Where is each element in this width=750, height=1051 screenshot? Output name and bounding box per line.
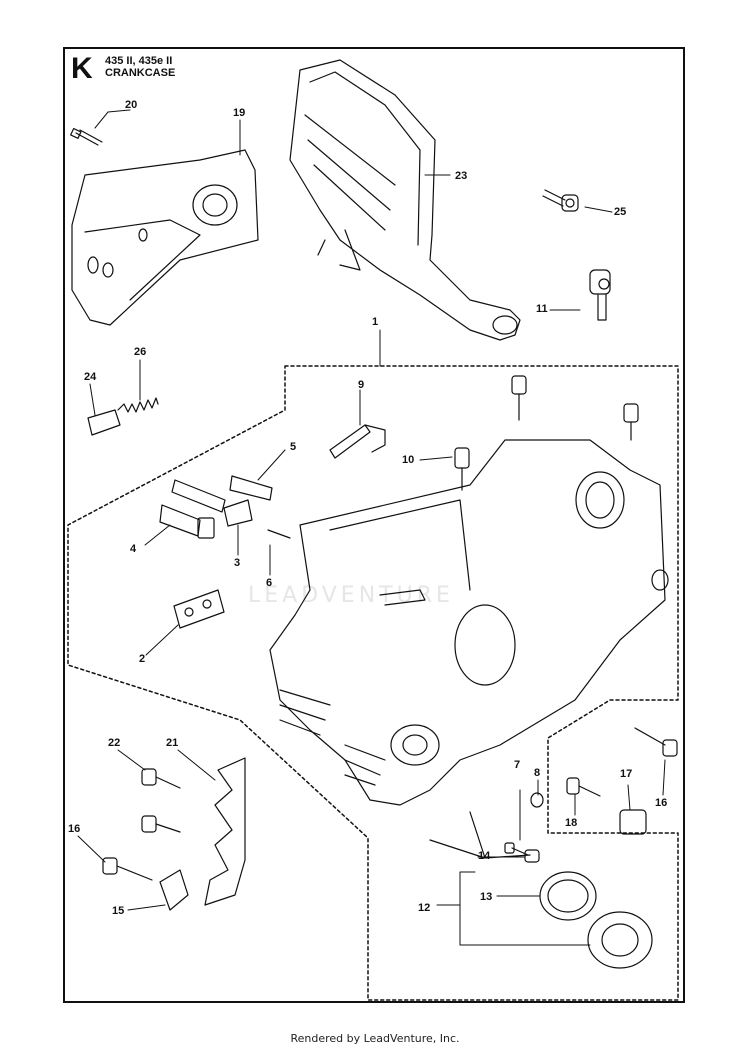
callout-19: 19 — [233, 107, 245, 119]
part-20-screw — [70, 127, 103, 146]
callout-15: 15 — [112, 905, 124, 917]
part-23-handle — [289, 59, 521, 341]
part-11-adjuster — [589, 269, 611, 321]
callout-20: 20 — [125, 99, 137, 111]
part-19-side-cover — [71, 149, 259, 326]
diagram-frame — [63, 47, 685, 1003]
callout-21: 21 — [166, 737, 178, 749]
callout-5: 5 — [290, 441, 296, 453]
callout-13: 13 — [480, 891, 492, 903]
part-6-dowel — [267, 529, 291, 539]
callout-11: 11 — [536, 303, 548, 315]
callout-3: 3 — [234, 557, 240, 569]
callout-22: 22 — [108, 737, 120, 749]
part-25-bolt — [542, 189, 579, 212]
model-names: 435 II, 435e II — [105, 55, 173, 67]
part-3-block — [223, 499, 253, 527]
callout-7: 7 — [514, 759, 520, 771]
callout-16-left: 16 — [68, 823, 80, 835]
part-8-plug — [530, 792, 544, 808]
part-5-pin — [171, 475, 273, 513]
part-2-bracket — [173, 589, 225, 629]
part-22-screw — [141, 768, 181, 833]
leader-lines — [77, 109, 666, 946]
callout-6: 6 — [266, 577, 272, 589]
callout-10: 10 — [402, 454, 414, 466]
part-21-bumper — [204, 757, 246, 906]
part-12-cap — [587, 911, 653, 969]
part-4-pin — [159, 504, 215, 539]
part-10-bolt — [454, 375, 639, 491]
callout-labels: 1 2 3 4 5 6 7 8 9 10 11 12 13 14 15 16 1… — [68, 99, 667, 917]
callout-14: 14 — [478, 850, 491, 862]
part-18-screw — [566, 777, 601, 797]
callout-18: 18 — [565, 817, 577, 829]
callout-1: 1 — [372, 316, 378, 328]
part-13-seal — [539, 871, 597, 921]
part-26-spring — [117, 397, 159, 413]
callout-23: 23 — [455, 170, 467, 182]
callout-17: 17 — [620, 768, 632, 780]
part-1-crankcase — [269, 439, 669, 806]
part-9-fitting — [329, 424, 386, 459]
crankcase-group-box — [67, 365, 679, 1001]
footer-credit: Rendered by LeadVenture, Inc. — [290, 1032, 460, 1045]
group-boxes — [67, 365, 679, 1001]
callout-9: 9 — [358, 379, 364, 391]
callout-2: 2 — [139, 653, 145, 665]
watermark-text: LEADVENTURE — [248, 583, 454, 608]
callout-24: 24 — [84, 371, 97, 383]
diagram-title: CRANKCASE — [105, 67, 176, 79]
callout-8: 8 — [534, 767, 540, 779]
part-16-screw-left — [102, 857, 153, 881]
part-16-screw-right — [634, 727, 678, 757]
callout-12: 12 — [418, 902, 430, 914]
part-15-spike — [159, 869, 189, 911]
callout-4: 4 — [130, 543, 137, 555]
callout-25: 25 — [614, 206, 626, 218]
part-24-pad — [87, 409, 121, 436]
section-letter: K — [71, 52, 93, 85]
part-17-nut — [619, 809, 647, 835]
callout-26: 26 — [134, 346, 146, 358]
callout-16-right: 16 — [655, 797, 667, 809]
